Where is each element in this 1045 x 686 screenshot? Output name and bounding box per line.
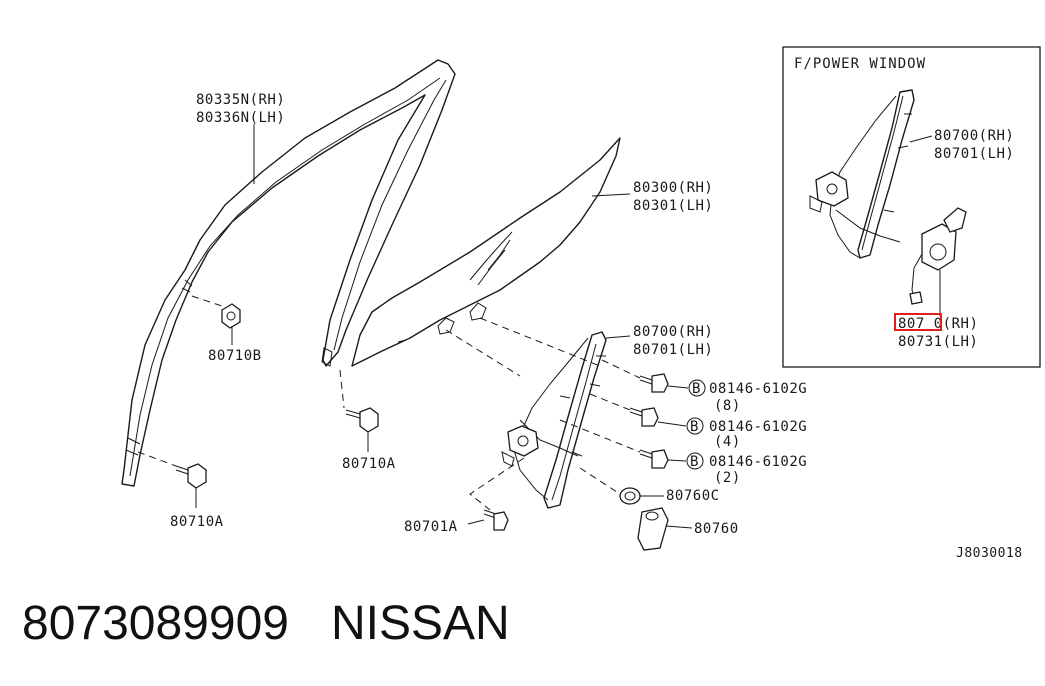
label-bolt3-code: 08146-6102G: [709, 454, 807, 470]
label-bolt3-qty: (2): [714, 470, 741, 486]
label-sash-rh: 80335N(RH): [196, 92, 285, 108]
part-number: 8073089909: [22, 597, 289, 650]
reference-lines: [137, 295, 641, 511]
inset-title: F/POWER WINDOW: [794, 56, 926, 72]
label-regulator-lh: 80701(LH): [633, 342, 713, 358]
inset-label-regulator-lh: 80701(LH): [934, 146, 1014, 162]
label-80701a: 80701A: [404, 519, 458, 535]
label-glass-rh: 80300(RH): [633, 180, 713, 196]
inset-label-motor-lh: 80731(LH): [898, 334, 978, 350]
inset-power-window: F/POWER WINDOW 80700(RH) 80701(LH) 80730…: [782, 46, 1041, 368]
door-glass-80300: [351, 137, 621, 367]
window-regulator-80700: [501, 331, 607, 509]
label-80710b: 80710B: [208, 348, 262, 364]
leader-lines: [253, 124, 631, 525]
inset-label-motor-rh: 80730(RH): [898, 316, 978, 332]
label-regulator-rh: 80700(RH): [633, 324, 713, 340]
highlight-box: [894, 313, 942, 331]
b-marker-3: B: [686, 452, 704, 470]
label-sash-lh: 80336N(LH): [196, 110, 285, 126]
b-marker-1: B: [688, 379, 706, 397]
brand-name: NISSAN: [330, 597, 510, 650]
bolt-80701a: [483, 509, 509, 531]
label-bolt1-code: 08146-6102G: [709, 381, 807, 397]
svg-text:B: B: [690, 419, 699, 435]
bolts-08146: [629, 373, 689, 469]
reference-code: J8030018: [956, 546, 1023, 561]
label-80760: 80760: [694, 521, 739, 537]
bolt-80710b: [221, 303, 241, 345]
bolt-80710a-top: [345, 407, 379, 452]
clip-80760: [637, 507, 693, 551]
bolt-80710a-bottom: [175, 463, 207, 508]
label-bolt1-qty: (8): [714, 398, 741, 414]
label-80760c: 80760C: [666, 488, 720, 504]
label-80710a-bottom: 80710A: [170, 514, 224, 530]
label-bolt2-code: 08146-6102G: [709, 419, 807, 435]
svg-text:B: B: [692, 381, 701, 397]
svg-text:B: B: [690, 454, 699, 470]
door-sash-80335n: [121, 59, 456, 487]
clip-80760c: [619, 487, 664, 505]
caption: 8073089909 NISSAN: [22, 596, 510, 656]
label-80710a-top: 80710A: [342, 456, 396, 472]
b-marker-2: B: [686, 417, 704, 435]
label-glass-lh: 80301(LH): [633, 198, 713, 214]
inset-label-regulator-rh: 80700(RH): [934, 128, 1014, 144]
label-bolt2-qty: (4): [714, 434, 741, 450]
